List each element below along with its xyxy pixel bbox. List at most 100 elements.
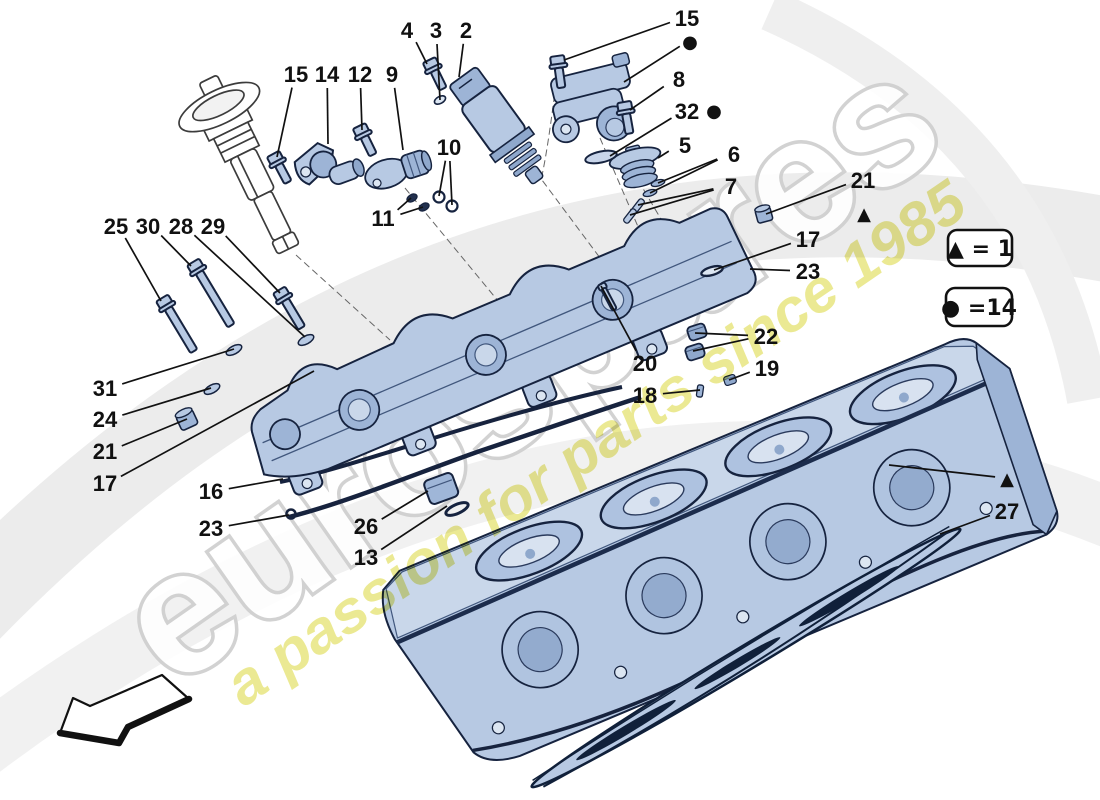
callout-14: 14	[315, 62, 340, 87]
vent-cap-5	[608, 144, 662, 189]
callout-32: 32	[675, 99, 699, 124]
callout-7: 7	[725, 174, 737, 199]
leader-line-2	[458, 43, 465, 78]
leader-line-3	[436, 43, 441, 101]
leader-line-13	[380, 505, 448, 551]
leader-line-6	[649, 159, 719, 194]
leader-line-21	[765, 183, 847, 215]
callout-20: 20	[633, 351, 657, 376]
camshaft-sensor-top	[550, 52, 632, 144]
leader-line-7	[637, 187, 714, 206]
leader-line-11	[397, 197, 412, 211]
leader-line-30	[160, 234, 192, 267]
leader-line-15	[276, 87, 293, 158]
callout-2: 2	[460, 18, 472, 43]
leader-line-17	[120, 370, 315, 478]
triangle-marker: ▲	[857, 204, 871, 225]
legend: ▲ = 1 ● =14	[941, 228, 1017, 328]
callout-21: 21	[851, 168, 875, 193]
camshaft-cover	[250, 207, 757, 496]
callout-30: 30	[136, 214, 160, 239]
leader-line-10	[449, 160, 453, 206]
camshaft-sensor-9	[364, 149, 433, 190]
leader-line-26	[381, 490, 429, 520]
small-hardware	[174, 95, 774, 517]
leader-line-17	[713, 242, 792, 271]
callout-15: 15	[284, 62, 308, 87]
callout-19: 19	[755, 356, 779, 381]
leader-line-24	[122, 387, 212, 416]
callout-13: 13	[354, 545, 378, 570]
leader-line-31	[121, 348, 235, 385]
callout-22: 22	[754, 324, 778, 349]
marker-leader-0	[623, 45, 681, 83]
callout-24: 24	[93, 407, 118, 432]
camshaft-sensor-14	[293, 141, 365, 186]
solenoid-valve-2	[449, 66, 544, 185]
legend-triangle-text: ▲ = 1	[947, 237, 1013, 262]
callout-27: 27	[995, 499, 1019, 524]
leader-line-23	[749, 268, 791, 272]
leader-line-19	[728, 371, 751, 381]
callout-18: 18	[633, 383, 657, 408]
leader-line-25	[124, 237, 162, 302]
leader-line-9	[393, 87, 404, 151]
marker-layer: ● ● ▲ ▲	[623, 32, 1014, 490]
callout-23: 23	[199, 516, 223, 541]
legend-box-bullet: ● =14	[941, 286, 1017, 328]
callout-26: 26	[354, 514, 378, 539]
leader-line-22	[694, 332, 749, 337]
intake-ports	[474, 364, 957, 582]
leader-line-28	[193, 234, 306, 338]
leader-line-6	[657, 158, 718, 184]
leader-line-5	[657, 150, 670, 159]
triangle-marker: ▲	[1000, 469, 1014, 490]
spacer-21-left	[174, 407, 199, 431]
cap-21-right	[754, 204, 774, 224]
bullet-marker: ●	[682, 32, 698, 53]
callout-3: 3	[430, 18, 442, 43]
callout-25: 25	[104, 214, 128, 239]
callout-31: 31	[93, 376, 117, 401]
leader-line-8	[629, 85, 665, 111]
callout-10: 10	[437, 135, 461, 160]
leader-line-22	[692, 337, 749, 352]
leader-line-18	[662, 389, 701, 395]
leader-line-27	[939, 514, 991, 535]
head-front-bores	[501, 448, 951, 689]
marker-leader-3	[888, 464, 996, 478]
cylinder-head	[381, 338, 1059, 761]
legend-box-triangle: ▲ = 1	[946, 228, 1014, 268]
leader-line-16	[228, 478, 284, 490]
callout-17: 17	[93, 471, 117, 496]
leader-line-29	[225, 235, 281, 294]
direction-arrow-icon	[56, 673, 193, 747]
leader-line-21	[121, 418, 188, 447]
callout-17: 17	[796, 227, 820, 252]
leader-line-11	[400, 206, 424, 216]
leader-line-32	[609, 117, 672, 157]
callout-4: 4	[401, 18, 414, 43]
callout-12: 12	[348, 62, 372, 87]
bullet-marker: ●	[706, 101, 722, 122]
leader-line-23	[228, 514, 290, 527]
leader-line-15	[563, 21, 671, 61]
callout-15: 15	[675, 6, 699, 31]
leader-line-12	[359, 87, 363, 131]
head-gasket	[530, 525, 962, 789]
leader-line-10	[438, 160, 447, 197]
leader-line-4	[415, 41, 428, 65]
callout-8: 8	[673, 67, 685, 92]
leader-line-7	[629, 189, 714, 216]
cap-26	[423, 472, 460, 505]
leader-line-14	[326, 87, 329, 145]
callout-9: 9	[386, 62, 398, 87]
ignition-coil	[178, 75, 300, 255]
callout-16: 16	[199, 479, 223, 504]
head-bolt-holes	[491, 501, 993, 735]
leader-line-20	[600, 285, 637, 352]
callout-23: 23	[796, 259, 820, 284]
